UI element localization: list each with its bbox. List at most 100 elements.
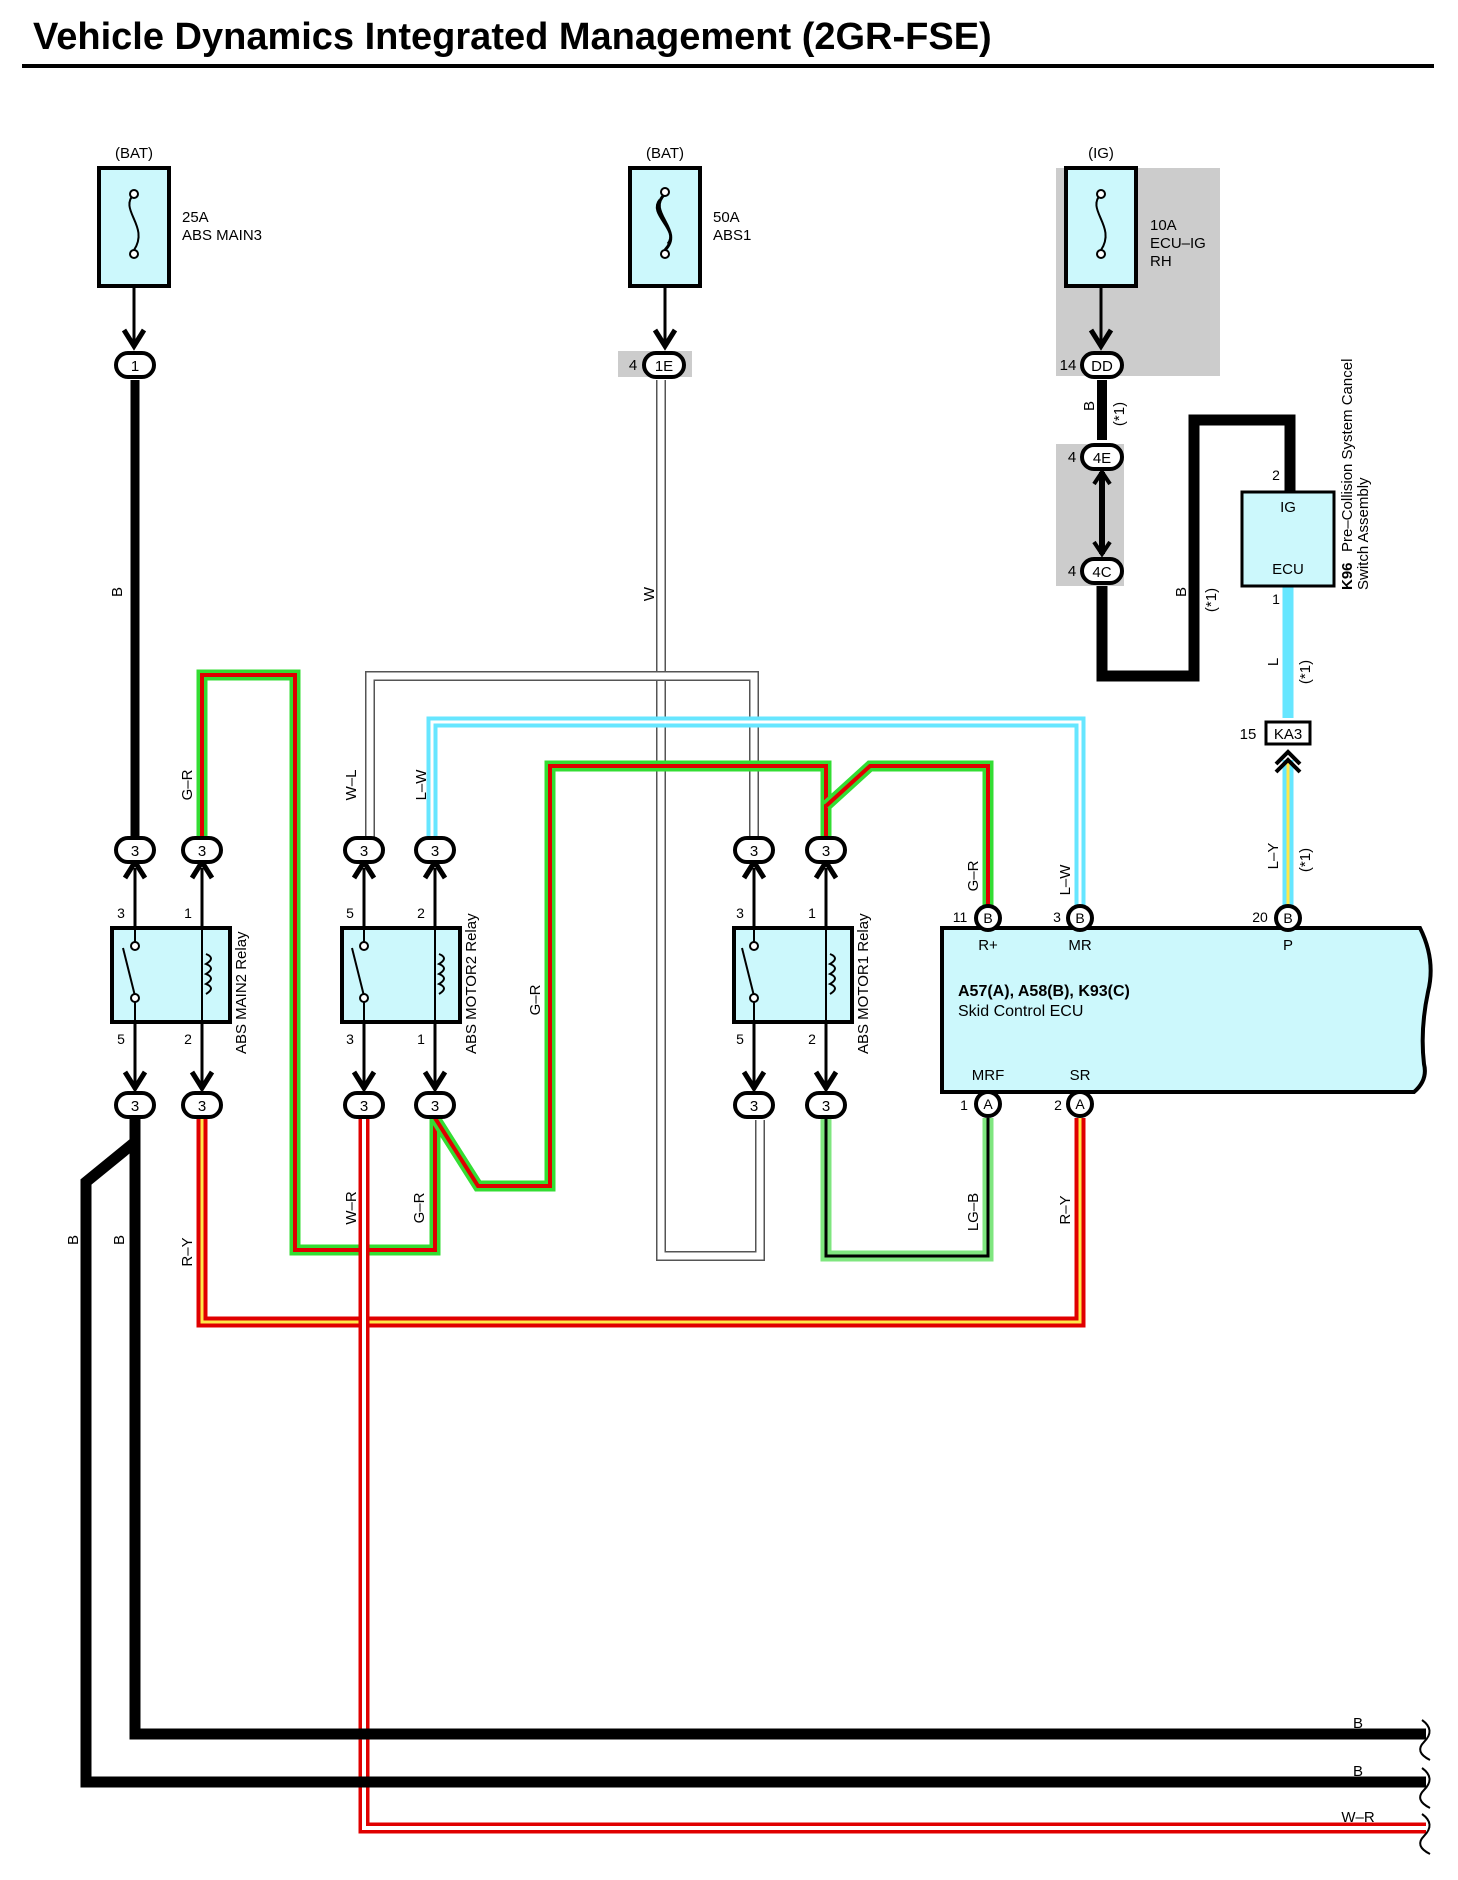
svg-text:14: 14 [1060,357,1077,374]
fuse-ecu-ig [1064,166,1138,351]
svg-text:G–R: G–R [411,1192,428,1223]
svg-text:LG–B: LG–B [965,1193,982,1231]
wire-b-4c-k96 [1096,414,1296,682]
svg-text:5: 5 [117,1031,125,1047]
svg-text:SR: SR [1070,1067,1091,1084]
connector-4c: 4C 4 [1068,540,1124,585]
connector-dd: DD 14 [1060,351,1124,379]
svg-text:3: 3 [131,843,139,860]
relay-motor1: 3 1 5 2 ABS MOTOR1 Relay 3 3 3 3 [732,836,872,1119]
connector-1e: 1E 4 [629,351,686,379]
svg-text:1: 1 [131,358,139,375]
svg-text:3: 3 [822,1098,830,1115]
svg-text:Pre–Collision System Cancel: Pre–Collision System Cancel [1339,359,1356,552]
wire-b-ground-1 [129,1118,1426,1740]
svg-text:ABS MOTOR2 Relay: ABS MOTOR2 Relay [463,913,480,1054]
svg-text:4: 4 [1068,563,1076,580]
svg-text:3: 3 [346,1031,354,1047]
svg-text:3: 3 [750,1098,758,1115]
svg-text:A: A [1075,1096,1085,1112]
svg-text:ECU–IG: ECU–IG [1150,235,1206,252]
bus-break-3 [1419,1813,1431,1855]
fuse-abs-main3 [97,166,171,351]
k96-switch: IG ECU 2 1 K96 Pre–Collision System Canc… [1240,359,1372,607]
svg-text:1: 1 [808,905,816,921]
wire-r-y [196,1118,1086,1328]
svg-text:50A: 50A [713,209,740,226]
svg-text:B: B [1075,910,1084,926]
svg-text:KA3: KA3 [1274,726,1302,743]
svg-text:DD: DD [1091,358,1113,375]
svg-text:Skid Control ECU: Skid Control ECU [958,1003,1083,1020]
svg-text:2: 2 [808,1031,816,1047]
svg-text:L–W: L–W [413,769,430,801]
svg-text:A: A [983,1096,993,1112]
svg-text:10A: 10A [1150,217,1177,234]
svg-text:3: 3 [198,843,206,860]
svg-text:W: W [641,586,658,601]
svg-text:3: 3 [431,1098,439,1115]
svg-text:ABS1: ABS1 [713,227,751,244]
svg-text:MRF: MRF [972,1067,1005,1084]
svg-text:2: 2 [184,1031,192,1047]
svg-text:4C: 4C [1092,564,1111,581]
svg-text:G–R: G–R [179,769,196,800]
title-underline [22,64,1434,68]
svg-text:3: 3 [750,843,758,860]
svg-text:(BAT): (BAT) [646,145,684,162]
source-labels: (BAT) (BAT) (IG) [115,145,1114,162]
svg-text:A57(A), A58(B), K93(C): A57(A), A58(B), K93(C) [958,983,1130,1000]
svg-text:15: 15 [1240,726,1257,743]
svg-text:1: 1 [184,905,192,921]
svg-text:B: B [1353,1715,1363,1732]
svg-text:B: B [1353,1763,1363,1780]
svg-text:3: 3 [360,843,368,860]
skid-control-ecu: A57(A), A58(B), K93(C) Skid Control ECU … [940,909,1433,1113]
fuse-labels: 25A ABS MAIN3 50A ABS1 10A ECU–IG RH [182,209,1206,270]
svg-text:MR: MR [1068,937,1091,954]
svg-text:3: 3 [117,905,125,921]
svg-text:B: B [1081,401,1098,411]
svg-text:3: 3 [822,843,830,860]
svg-text:25A: 25A [182,209,209,226]
svg-text:B: B [983,910,992,926]
svg-text:5: 5 [736,1031,744,1047]
svg-text:Switch Assembly: Switch Assembly [1355,477,1372,590]
svg-text:3: 3 [360,1098,368,1115]
bus-break-1 [1419,1719,1431,1761]
svg-text:W–L: W–L [343,770,360,801]
svg-text:20: 20 [1252,909,1268,925]
svg-text:4E: 4E [1093,450,1111,467]
bus-break-2 [1419,1767,1431,1809]
svg-text:B: B [109,587,126,597]
svg-text:G–R: G–R [965,860,982,891]
svg-text:(BAT): (BAT) [115,145,153,162]
page-title: Vehicle Dynamics Integrated Management (… [33,16,992,58]
wire-lg-b [820,1118,994,1262]
wire-w [656,380,765,1261]
svg-text:4: 4 [1068,449,1076,466]
svg-text:G–R: G–R [527,984,544,1015]
svg-text:4: 4 [629,357,637,374]
connector-4e: 4E 4 [1068,443,1124,486]
svg-text:L–W: L–W [1057,864,1074,896]
svg-text:B: B [1173,587,1190,597]
right-bus-labels: B B W–R [1341,1715,1431,1855]
svg-text:1: 1 [1272,591,1280,607]
svg-text:3: 3 [131,1098,139,1115]
svg-text:B: B [65,1235,82,1245]
svg-text:3: 3 [736,905,744,921]
svg-text:5: 5 [346,905,354,921]
wire-b-ground-2 [80,1137,1426,1788]
svg-text:2: 2 [417,905,425,921]
connector-1: 1 [114,351,156,379]
svg-text:ABS MOTOR1 Relay: ABS MOTOR1 Relay [855,913,872,1054]
svg-text:IG: IG [1280,499,1296,516]
svg-text:11: 11 [953,909,968,925]
svg-text:B: B [1283,910,1292,926]
svg-text:ABS MAIN3: ABS MAIN3 [182,227,262,244]
